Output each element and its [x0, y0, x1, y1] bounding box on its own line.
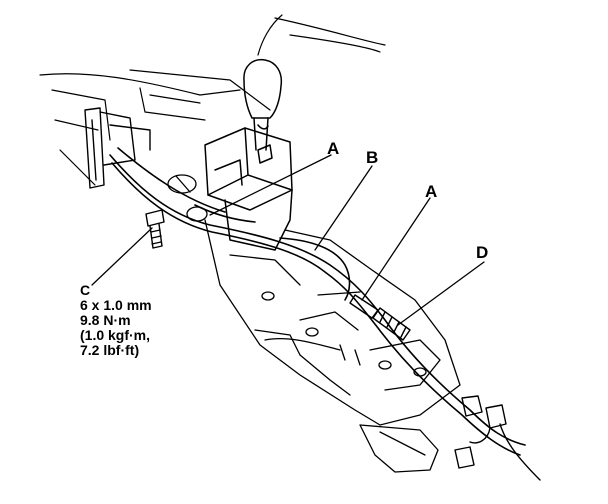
bolt-spec-block: C 6 x 1.0 mm 9.8 N·m (1.0 kgf·m, 7.2 lbf… — [80, 283, 152, 358]
callout-d: D — [476, 243, 489, 262]
mounting-plate — [204, 219, 461, 473]
console-outline — [39, 14, 386, 186]
callout-a-upper: A — [327, 139, 340, 158]
cable-end-connectors — [454, 395, 541, 481]
callout-c: C — [80, 282, 91, 298]
bolt-torque-nm: 9.8 N·m — [80, 312, 131, 328]
leader-lines — [91, 154, 485, 326]
cable-clips — [167, 174, 208, 222]
callout-a-lower: A — [425, 182, 438, 201]
leader-d — [397, 261, 485, 326]
leader-b — [314, 165, 373, 251]
bolt-torque-kgfm: (1.0 kgf·m, — [80, 327, 151, 343]
callout-b: B — [366, 148, 379, 167]
leader-c — [91, 227, 153, 286]
shift-cables — [109, 147, 526, 456]
cable-adjuster — [349, 294, 411, 341]
bolt-torque-lbfft: 7.2 lbf·ft) — [80, 342, 140, 358]
bolt-size: 6 x 1.0 mm — [80, 297, 152, 313]
shift-lever — [243, 58, 283, 151]
leader-a-upper — [209, 154, 332, 216]
bolt-c — [145, 209, 165, 249]
shifter-housing — [204, 127, 293, 251]
leader-a-lower — [361, 197, 431, 301]
left-bracket — [84, 107, 151, 189]
